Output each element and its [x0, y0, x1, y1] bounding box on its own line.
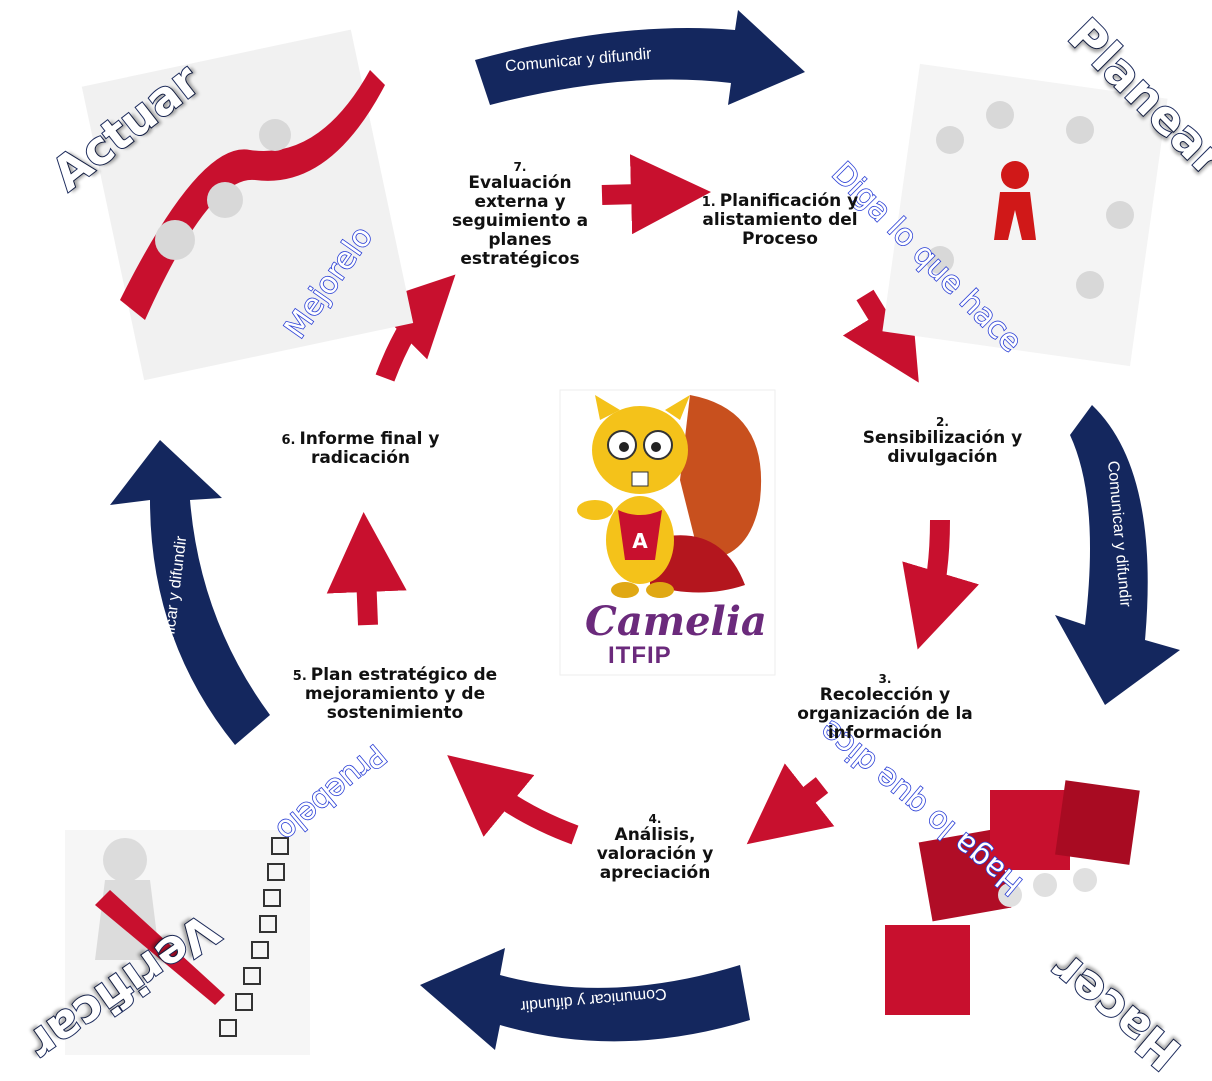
- step-2: 2. Sensibilización y divulgación: [855, 415, 1030, 467]
- cycle-arrow-2-3: [902, 519, 979, 650]
- step-label: Evaluación externa y seguimiento a plane…: [451, 173, 589, 269]
- cycle-arrow-4-5: [447, 755, 579, 845]
- step-label: Plan estratégico de mejoramiento y de so…: [304, 665, 498, 723]
- step-7: 7. Evaluación externa y seguimiento a pl…: [440, 160, 600, 269]
- step-number: 3.: [878, 672, 892, 686]
- cycle-arrow-7-1: [601, 154, 711, 235]
- planear-illustration: [882, 63, 1168, 367]
- step-4: 4. Análisis, valoración y apreciación: [580, 812, 730, 883]
- banner-arrow-top: [475, 10, 805, 105]
- cycle-arrow-6-7: [370, 274, 456, 382]
- camelia-logo-mascot: A: [559, 389, 776, 676]
- step-number: 1.: [701, 195, 716, 210]
- step-1: 1.Planificación y alistamiento del Proce…: [700, 192, 860, 249]
- step-number: 2.: [936, 415, 949, 429]
- step-label: Sensibilización y divulgación: [862, 428, 1023, 467]
- cycle-arrow-1-2: [842, 289, 919, 383]
- hacer-illustration: [885, 780, 1140, 1015]
- logo-subtitle: ITFIP: [608, 642, 672, 669]
- step-3: 3. Recolección y organización de la info…: [795, 672, 975, 743]
- step-number: 4.: [648, 812, 662, 826]
- step-number: 5.: [292, 669, 307, 684]
- cycle-arrow-5-6: [326, 512, 407, 626]
- step-label: Planificación y alistamiento del Proceso: [702, 191, 859, 249]
- step-6: 6.Informe final y radicación: [268, 430, 453, 468]
- verificar-illustration: [65, 830, 310, 1055]
- step-label: Informe final y radicación: [299, 429, 440, 468]
- banner-arrow-left: [110, 440, 270, 745]
- svg-text:A: A: [632, 529, 648, 553]
- banner-arrow-right: [1055, 405, 1180, 705]
- step-label: Análisis, valoración y apreciación: [596, 825, 714, 883]
- actuar-illustration: [81, 29, 414, 381]
- step-number: 7.: [513, 160, 527, 174]
- cycle-arrow-3-4: [746, 763, 835, 845]
- banner-arrow-bottom: [420, 948, 750, 1050]
- step-5: 5.Plan estratégico de mejoramiento y de …: [285, 666, 505, 723]
- step-number: 6.: [281, 433, 296, 448]
- logo-title: Camelia: [585, 598, 767, 645]
- step-label: Recolección y organización de la informa…: [797, 685, 973, 743]
